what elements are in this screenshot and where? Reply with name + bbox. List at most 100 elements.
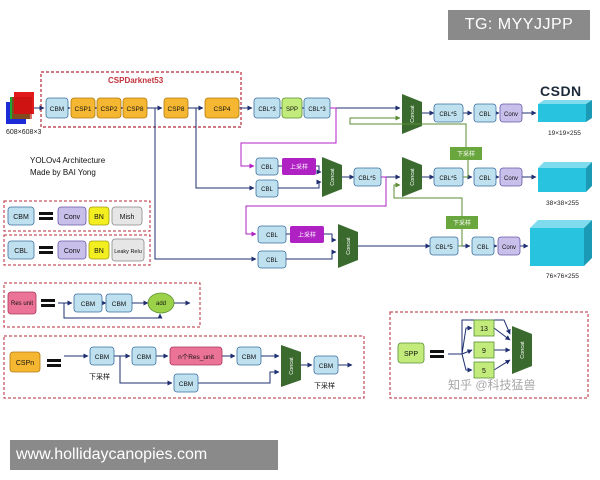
svg-text:13: 13	[480, 326, 488, 333]
neck-bot-cbl-a: CBL	[257, 225, 287, 244]
neck-bot-cbl-c: CBL	[471, 236, 495, 256]
legend-spp-concat: Concat	[512, 326, 532, 374]
svg-text:CSP2: CSP2	[101, 106, 118, 113]
svg-text:Concat: Concat	[346, 237, 352, 255]
output-block-38	[538, 162, 592, 192]
legend-spp-kernel-5: 5	[473, 361, 495, 379]
legend-cspn-name: CSPn	[9, 351, 41, 373]
legend-cspn-dashed-box	[3, 335, 365, 399]
backbone-block-csp8-second: CSP8	[163, 97, 189, 119]
legend-res-cbm-a: CBM	[73, 293, 103, 313]
svg-text:SPP: SPP	[404, 351, 418, 358]
neck-top-cbl: CBL	[473, 103, 497, 123]
upsample-path-mid	[245, 176, 387, 237]
svg-text:上采样: 上采样	[290, 163, 308, 171]
neck-top-cbl3-a: CBL*3	[253, 97, 281, 119]
legend-res-dashed-box	[3, 282, 201, 328]
legend-cbl-equals-icon	[39, 246, 53, 254]
bottom-url-watermark: www.hollidaycanopies.com	[10, 440, 278, 470]
legend-res-add: add	[147, 292, 175, 314]
svg-text:9: 9	[482, 348, 486, 355]
neck-top-spp: SPP	[281, 97, 303, 119]
neck-top-cbl3-b: CBL*3	[303, 97, 331, 119]
downsample-path-mid-top	[349, 118, 469, 178]
svg-text:CSPn: CSPn	[16, 360, 34, 367]
svg-text:CBM: CBM	[137, 354, 151, 361]
svg-text:Conv: Conv	[502, 245, 516, 251]
legend-res-arrows	[58, 300, 191, 319]
legend-cspn-cbm-a: CBM	[89, 346, 115, 366]
input-size-label: 608×608×3	[6, 129, 42, 136]
legend-cspn-downsample-b: 下采样	[314, 381, 335, 390]
neck-mid-cbl-a: CBL	[255, 157, 279, 176]
svg-text:add: add	[156, 301, 166, 307]
svg-text:CBL: CBL	[266, 258, 278, 264]
backbone-branch-csp8-first	[147, 107, 257, 262]
legend-res-name: Res unit	[7, 291, 37, 315]
svg-text:CBM: CBM	[13, 214, 29, 221]
svg-text:BN: BN	[94, 248, 104, 255]
legend-spp-name: SPP	[397, 342, 425, 364]
legend-cbm-equals-icon	[39, 212, 53, 220]
svg-text:下采样: 下采样	[453, 219, 471, 227]
svg-text:CBM: CBM	[95, 354, 109, 361]
legend-spp-kernel-9: 9	[473, 341, 495, 359]
legend-cspn-cbm-c: CBM	[236, 346, 262, 366]
downsample-path-bot-mid	[393, 185, 463, 247]
neck-mid-cbl5-b: CBL*5	[433, 167, 464, 187]
svg-text:CSP4: CSP4	[214, 106, 231, 113]
legend-cspn-cbm-b: CBM	[131, 346, 157, 366]
legend-cbm-bn: BN	[88, 206, 110, 226]
legend-res-equals-icon	[41, 299, 55, 307]
svg-text:下采样: 下采样	[457, 150, 475, 158]
svg-text:Conv: Conv	[504, 176, 518, 182]
neck-bot-cbl-b: CBL	[257, 250, 287, 269]
svg-text:CBL: CBL	[266, 233, 278, 239]
svg-text:Concat: Concat	[330, 168, 336, 186]
svg-text:CSP1: CSP1	[75, 106, 92, 113]
svg-text:5: 5	[482, 368, 486, 375]
backbone-block-cbm: CBM	[45, 97, 69, 119]
svg-text:Conv: Conv	[504, 112, 518, 118]
legend-cspn-arrows	[64, 353, 353, 386]
svg-text:n个Res_unit: n个Res_unit	[178, 353, 214, 361]
neck-bot-upsample: 上采样	[290, 226, 324, 243]
backbone-branch-csp8-second	[188, 107, 255, 191]
svg-text:CBL*5: CBL*5	[439, 112, 457, 118]
title-line2: Made by BAI Yong	[30, 168, 96, 177]
svg-text:CBL*3: CBL*3	[258, 107, 276, 113]
svg-text:CBL*5: CBL*5	[435, 245, 453, 251]
legend-cbl-leaky-relu: Leaky Relu	[111, 238, 145, 262]
legend-spp-dashed-box	[389, 311, 589, 399]
svg-text:上采样: 上采样	[298, 231, 316, 239]
svg-text:Concat: Concat	[410, 168, 416, 186]
svg-text:CBL: CBL	[261, 165, 273, 171]
svg-text:Concat: Concat	[410, 105, 416, 123]
svg-text:Mish: Mish	[120, 214, 135, 221]
legend-cspn-downsample-a: 下采样	[89, 372, 110, 381]
svg-text:Conv: Conv	[64, 214, 81, 221]
backbone-block-csp8-first: CSP8	[122, 97, 148, 119]
svg-text:CBL: CBL	[14, 248, 28, 255]
svg-text:CBL: CBL	[477, 245, 489, 251]
neck-top-conv: Conv	[499, 103, 523, 123]
legend-cbl-bn: BN	[88, 240, 110, 260]
svg-text:CSP8: CSP8	[168, 106, 185, 113]
legend-cspn-cbm-e: CBM	[173, 373, 199, 393]
backbone-label: CSPDarknet53	[108, 76, 164, 85]
neck-mid-upsample-a: 上采样	[282, 158, 316, 175]
svg-text:Res unit: Res unit	[11, 301, 33, 307]
legend-cspn-res-units: n个Res_unit	[169, 346, 223, 366]
legend-cbl-name: CBL	[7, 240, 35, 260]
legend-cbl-dashed-box	[3, 234, 151, 266]
legend-cspn-concat: Concat	[281, 345, 301, 387]
backbone-block-csp4: CSP4	[204, 97, 240, 119]
neck-mid-cbl5-a: CBL*5	[353, 167, 382, 187]
concat-mid-b: Concat	[402, 157, 422, 197]
svg-text:Leaky Relu: Leaky Relu	[114, 249, 142, 255]
svg-text:SPP: SPP	[286, 107, 298, 113]
backbone-block-csp2: CSP2	[96, 97, 122, 119]
concat-mid-a: Concat	[322, 157, 342, 197]
legend-cbm-dashed-box	[3, 200, 151, 232]
